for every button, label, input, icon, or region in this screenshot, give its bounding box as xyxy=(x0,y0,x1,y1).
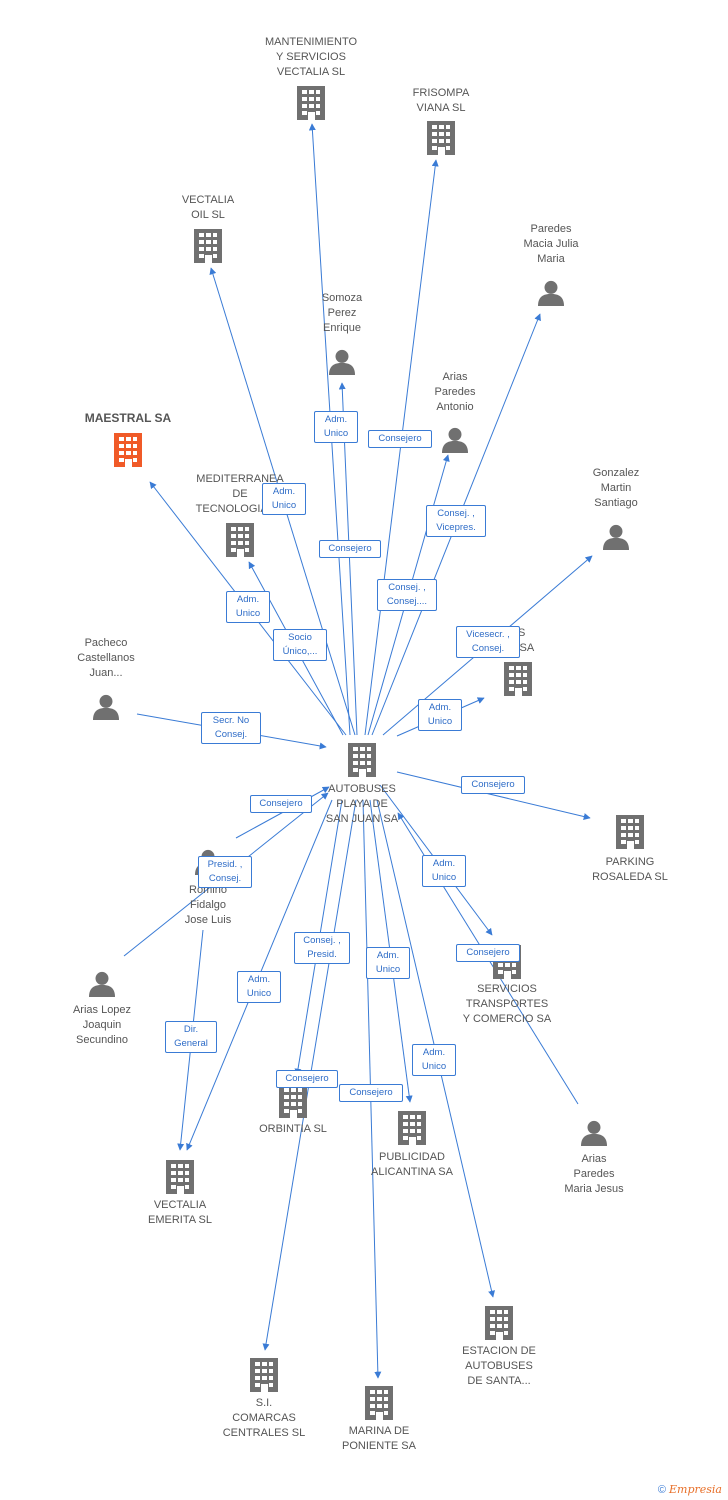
building-icon[interactable] xyxy=(166,1160,194,1194)
node-label-paredes-macia[interactable]: Paredes Macia Julia Maria xyxy=(523,223,579,265)
node-label-publicidad[interactable]: PUBLICIDAD ALICANTINA SA xyxy=(371,1151,453,1178)
edge-label-consejero[interactable]: Consejero xyxy=(250,795,312,813)
node-label-maestral[interactable]: MAESTRAL SA xyxy=(84,411,172,425)
edge-label-adm-unico[interactable]: Adm. Unico xyxy=(226,591,270,623)
edge-label-consej-presid[interactable]: Consej. , Presid. xyxy=(294,932,350,964)
edge-label-adm-unico[interactable]: Adm. Unico xyxy=(422,855,466,887)
edge-label-consejero[interactable]: Consejero xyxy=(319,540,381,558)
node-label-frisompa[interactable]: FRISOMPA VIANA SL xyxy=(412,87,470,114)
node-label-servicios[interactable]: SERVICIOS TRANSPORTES Y COMERCIO SA xyxy=(462,983,552,1025)
person-icon[interactable] xyxy=(89,971,115,997)
node-label-estacion[interactable]: ESTACION DE AUTOBUSES DE SANTA... xyxy=(462,1345,536,1387)
edge-label-adm-unico[interactable]: Adm. Unico xyxy=(412,1044,456,1076)
building-icon[interactable] xyxy=(226,523,254,557)
node-label-vectalia-oil[interactable]: VECTALIA OIL SL xyxy=(181,194,235,221)
building-icon[interactable] xyxy=(485,1306,513,1340)
edge-label-adm-unico[interactable]: Adm. Unico xyxy=(366,947,410,979)
edge-label-consejero[interactable]: Consejero xyxy=(368,430,432,448)
building-icon[interactable] xyxy=(365,1386,393,1420)
node-label-marina[interactable]: MARINA DE PONIENTE SA xyxy=(342,1425,416,1452)
node-label-orbintia[interactable]: ORBINTIA SL xyxy=(259,1123,327,1135)
node-label-somoza[interactable]: Somoza Perez Enrique xyxy=(321,292,363,334)
edge-label-adm-unico[interactable]: Adm. Unico xyxy=(418,699,462,731)
node-label-si-comarcas[interactable]: S.I. COMARCAS CENTRALES SL xyxy=(222,1397,306,1439)
edge-line xyxy=(396,771,591,820)
edge-label-adm-unico[interactable]: Adm. Unico xyxy=(262,483,306,515)
node-label-mantenimiento[interactable]: MANTENIMIENTO Y SERVICIOS VECTALIA SL xyxy=(264,36,358,78)
node-label-gonzalez[interactable]: Gonzalez Martin Santiago xyxy=(592,467,640,509)
person-icon[interactable] xyxy=(329,349,355,375)
node-label-pacheco[interactable]: Pacheco Castellanos Juan... xyxy=(77,637,135,679)
edge-label-dir-general[interactable]: Dir. General xyxy=(165,1021,217,1053)
edge-label-presid-consej[interactable]: Presid. , Consej. xyxy=(198,856,252,888)
node-label-parking[interactable]: PARKING ROSALEDA SL xyxy=(592,856,668,883)
edge-label-consejero[interactable]: Consejero xyxy=(339,1084,403,1102)
building-icon[interactable] xyxy=(194,229,222,263)
edge-label-adm-unico[interactable]: Adm. Unico xyxy=(237,971,281,1003)
edge-label-consej-vicepres[interactable]: Consej. , Vicepres. xyxy=(426,505,486,537)
edge-label-consejero[interactable]: Consejero xyxy=(276,1070,338,1088)
building-icon[interactable] xyxy=(297,86,325,120)
building-icon[interactable] xyxy=(616,815,644,849)
building-icon[interactable] xyxy=(504,662,532,696)
edge-label-consejero[interactable]: Consejero xyxy=(456,944,520,962)
footer-brand[interactable]: © Empresia xyxy=(658,1483,722,1496)
person-icon[interactable] xyxy=(603,524,629,550)
building-icon[interactable] xyxy=(279,1084,307,1118)
person-icon[interactable] xyxy=(93,694,119,720)
person-icon[interactable] xyxy=(538,280,564,306)
node-label-romino[interactable]: Romino Fidalgo Jose Luis xyxy=(184,884,232,926)
brand-name: Empresia xyxy=(669,1483,722,1496)
building-icon[interactable] xyxy=(427,121,455,155)
edge-label-consejero[interactable]: Consejero xyxy=(461,776,525,794)
node-label-vectalia-emerita[interactable]: VECTALIA EMERITA SL xyxy=(148,1199,212,1226)
node-label-arias-maria[interactable]: Arias Paredes Maria Jesus xyxy=(564,1153,624,1195)
person-icon[interactable] xyxy=(442,427,468,453)
edge-label-secr-no-consej[interactable]: Secr. No Consej. xyxy=(201,712,261,744)
node-label-arias-antonio[interactable]: Arias Paredes Antonio xyxy=(434,371,476,413)
copyright-symbol: © xyxy=(657,1484,666,1496)
node-label-arias-lopez[interactable]: Arias Lopez Joaquin Secundino xyxy=(72,1004,132,1046)
building-icon[interactable] xyxy=(348,743,376,777)
edge-label-adm-unico[interactable]: Adm. Unico xyxy=(314,411,358,443)
person-icon[interactable] xyxy=(581,1120,607,1146)
edge-label-vicesecr-consej[interactable]: Vicesecr. , Consej. xyxy=(456,626,520,658)
node-label-autobuses[interactable]: AUTOBUSES PLAYA DE SAN JUAN SA xyxy=(325,783,399,825)
building-icon[interactable] xyxy=(114,433,142,467)
building-icon[interactable] xyxy=(398,1111,426,1145)
edge-label-consej-consej[interactable]: Consej. , Consej.... xyxy=(377,579,437,611)
edge-label-socio-unico[interactable]: Socio Único,... xyxy=(273,629,327,661)
building-icon[interactable] xyxy=(250,1358,278,1392)
